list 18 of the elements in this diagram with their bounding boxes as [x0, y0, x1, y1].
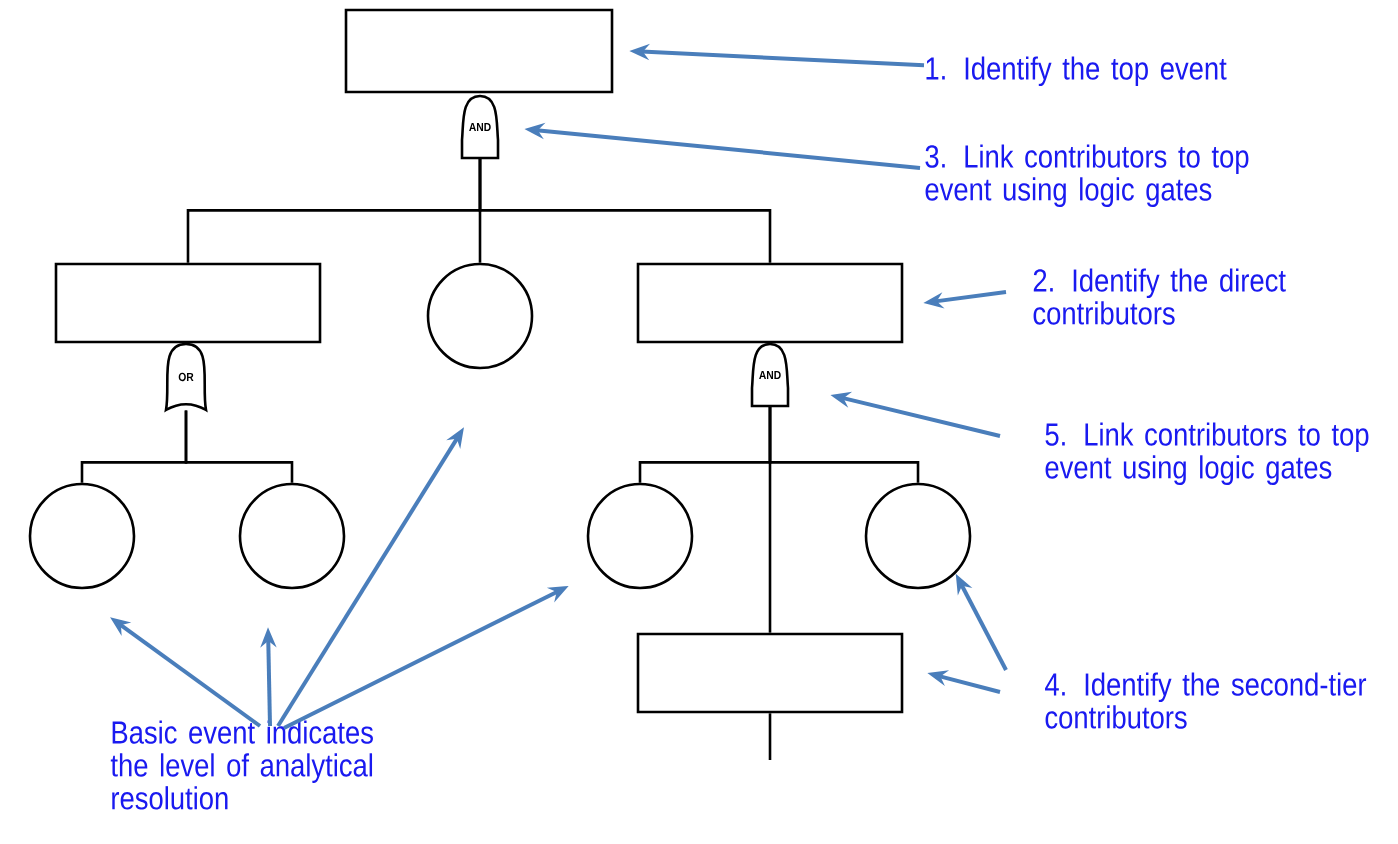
step-label: 1. Identify the top event	[926, 56, 1227, 87]
step-label: 3. Link contributors to top event using logic gates	[925, 144, 1249, 207]
connector-line	[768, 406, 772, 633]
step-label: 5. Link contributors to top event using logic gates	[1045, 422, 1369, 485]
step-label: 4. Identify the second-tier contributors	[1045, 672, 1367, 729]
basic-event-circle	[28, 482, 136, 590]
basic-event-circle	[864, 482, 972, 590]
step-label: Basic event indicates the level of analytical resolution	[110, 720, 373, 810]
basic-event-circle	[426, 262, 534, 370]
event-box	[636, 262, 904, 344]
step-label: 2. Identify the direct contributors	[1033, 268, 1286, 325]
basic-event-circle	[586, 482, 694, 590]
connector-line	[478, 158, 772, 263]
event-box	[636, 632, 904, 714]
connector-line	[768, 713, 772, 760]
connector-line	[184, 410, 294, 483]
event-box	[344, 8, 614, 94]
basic-event-circle	[238, 482, 346, 590]
